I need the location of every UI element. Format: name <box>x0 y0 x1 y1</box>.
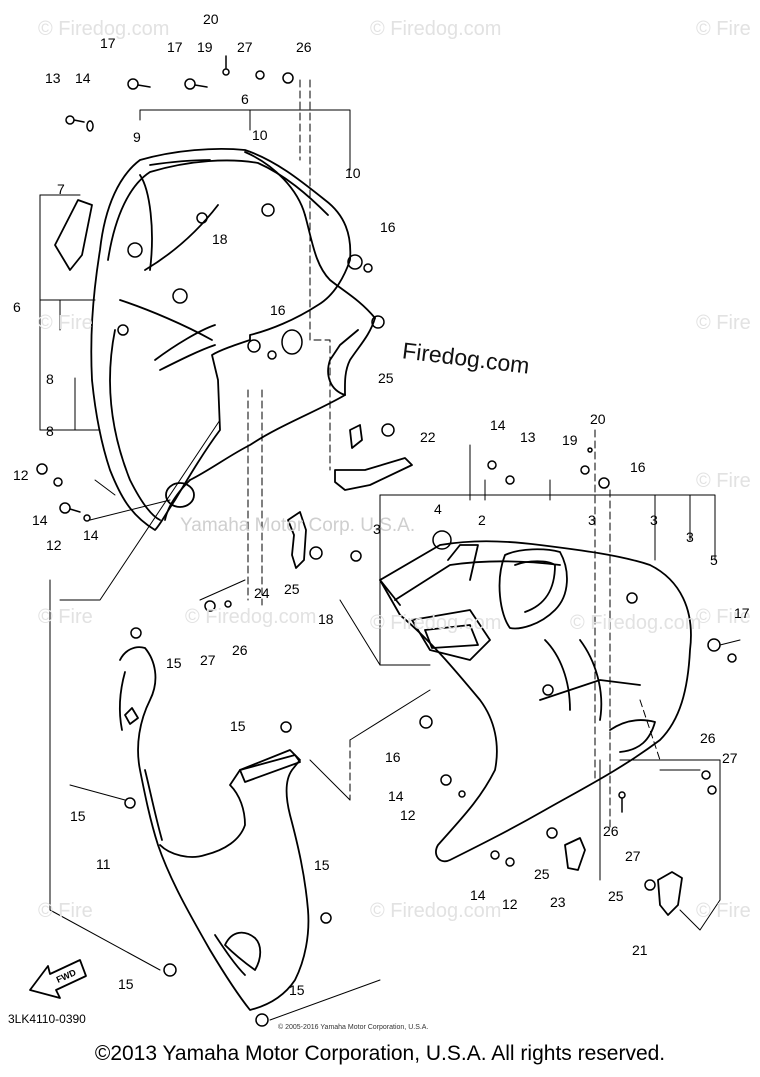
part-number: 15 <box>289 982 305 998</box>
fwd-arrow <box>29 959 87 999</box>
part-number: 16 <box>270 302 286 318</box>
small-copyright: © 2005-2016 Yamaha Motor Corporation, U.… <box>278 1024 429 1031</box>
part-number: 26 <box>700 730 716 746</box>
corner-watermark-8: © Fire <box>38 900 93 922</box>
part-number: 19 <box>562 432 578 448</box>
part-number: 15 <box>70 808 86 824</box>
part-number: 9 <box>133 129 141 145</box>
part-number: 25 <box>284 581 300 597</box>
part-number: 10 <box>252 127 268 143</box>
part-number: 6 <box>13 299 21 315</box>
part-number: 15 <box>166 655 182 671</box>
part-number: 22 <box>420 429 436 445</box>
part-number: 14 <box>470 887 486 903</box>
part-number: 27 <box>200 652 216 668</box>
stay-bracket <box>164 214 413 521</box>
corner-watermark-4: © Fire <box>38 312 93 334</box>
fasteners <box>36 55 737 1027</box>
part-number: 11 <box>96 856 111 872</box>
copyright-footer: ©2013 Yamaha Motor Corporation, U.S.A. A… <box>94 1042 666 1065</box>
part-number: 16 <box>630 459 646 475</box>
corner-watermark-6: © Fire <box>38 606 93 628</box>
part-number: 26 <box>232 642 248 658</box>
part-number: 20 <box>203 11 219 27</box>
part-number: 8 <box>46 371 54 387</box>
lower-cowling-left <box>118 646 310 1011</box>
part-number: 12 <box>502 896 518 912</box>
part-number: 7 <box>57 181 65 197</box>
part-number: 13 <box>520 429 536 445</box>
leader-lines <box>247 79 661 831</box>
bracket-24 <box>287 511 307 569</box>
corner-watermark-7: © Fire <box>696 606 751 628</box>
part-number: 6 <box>241 91 249 107</box>
part-number: 26 <box>296 39 312 55</box>
part-number: 12 <box>400 807 416 823</box>
part-number: 13 <box>45 70 61 86</box>
corner-watermark-14: © Fire <box>696 470 751 492</box>
diagram-code: 3LK4110-0390 <box>8 1012 86 1026</box>
part-number: 3 <box>650 512 658 528</box>
bracket-21 <box>657 871 683 916</box>
part-number: 12 <box>13 467 29 483</box>
part-number: 18 <box>212 231 228 247</box>
part-number: 27 <box>722 750 738 766</box>
part-number: 19 <box>197 39 213 55</box>
corner-watermark-3: © Fire <box>696 18 751 40</box>
upper-cowling-outline <box>54 148 352 531</box>
corner-watermark-12: © Firedog.com <box>370 612 502 634</box>
part-number: 25 <box>534 866 550 882</box>
bracket-23 <box>564 837 586 871</box>
part-number: 15 <box>118 976 134 992</box>
part-number: 14 <box>32 512 48 528</box>
part-number: 27 <box>625 848 641 864</box>
corner-watermark-10: © Firedog.com <box>570 612 702 634</box>
part-number: 14 <box>75 70 91 86</box>
part-number: 25 <box>378 370 394 386</box>
part-number: 16 <box>385 749 401 765</box>
part-number: 17 <box>100 35 116 51</box>
corner-watermark-11: © Fire <box>696 900 751 922</box>
part-number: 3 <box>373 521 381 537</box>
part-number: 3 <box>588 512 596 528</box>
part-number: 15 <box>314 857 330 873</box>
part-number: 2 <box>478 512 486 528</box>
part-number: 23 <box>550 894 566 910</box>
part-number: 16 <box>380 219 396 235</box>
part-number: 12 <box>46 537 62 553</box>
corner-watermark-5: © Fire <box>696 312 751 334</box>
part-number: 10 <box>345 165 361 181</box>
part-number: 27 <box>237 39 253 55</box>
part-number: 26 <box>603 823 619 839</box>
part-number: 17 <box>734 605 750 621</box>
side-cowling-right <box>379 540 692 863</box>
part-number: 4 <box>434 501 442 517</box>
corner-watermark-13: © Firedog.com <box>185 606 317 628</box>
callout-lines <box>39 109 741 1021</box>
corner-watermark-9: © Firedog.com <box>370 900 502 922</box>
part-number: 14 <box>83 527 99 543</box>
corner-watermark-1: © Firedog.com <box>38 18 170 40</box>
part-number: 24 <box>254 585 270 601</box>
part-number: 25 <box>608 888 624 904</box>
part-number: 21 <box>632 942 648 958</box>
part-number: 8 <box>46 423 54 439</box>
part-number: 14 <box>490 417 506 433</box>
part-number: 3 <box>686 529 694 545</box>
part-number: 18 <box>318 611 334 627</box>
part-number: 14 <box>388 788 404 804</box>
part-number: 15 <box>230 718 246 734</box>
corner-watermark-2: © Firedog.com <box>370 18 502 40</box>
part-number: 5 <box>710 552 718 568</box>
center-watermark: Yamaha Motor Corp. U.S.A. <box>180 515 416 536</box>
part-number: 17 <box>167 39 183 55</box>
part-number: 20 <box>590 411 606 427</box>
